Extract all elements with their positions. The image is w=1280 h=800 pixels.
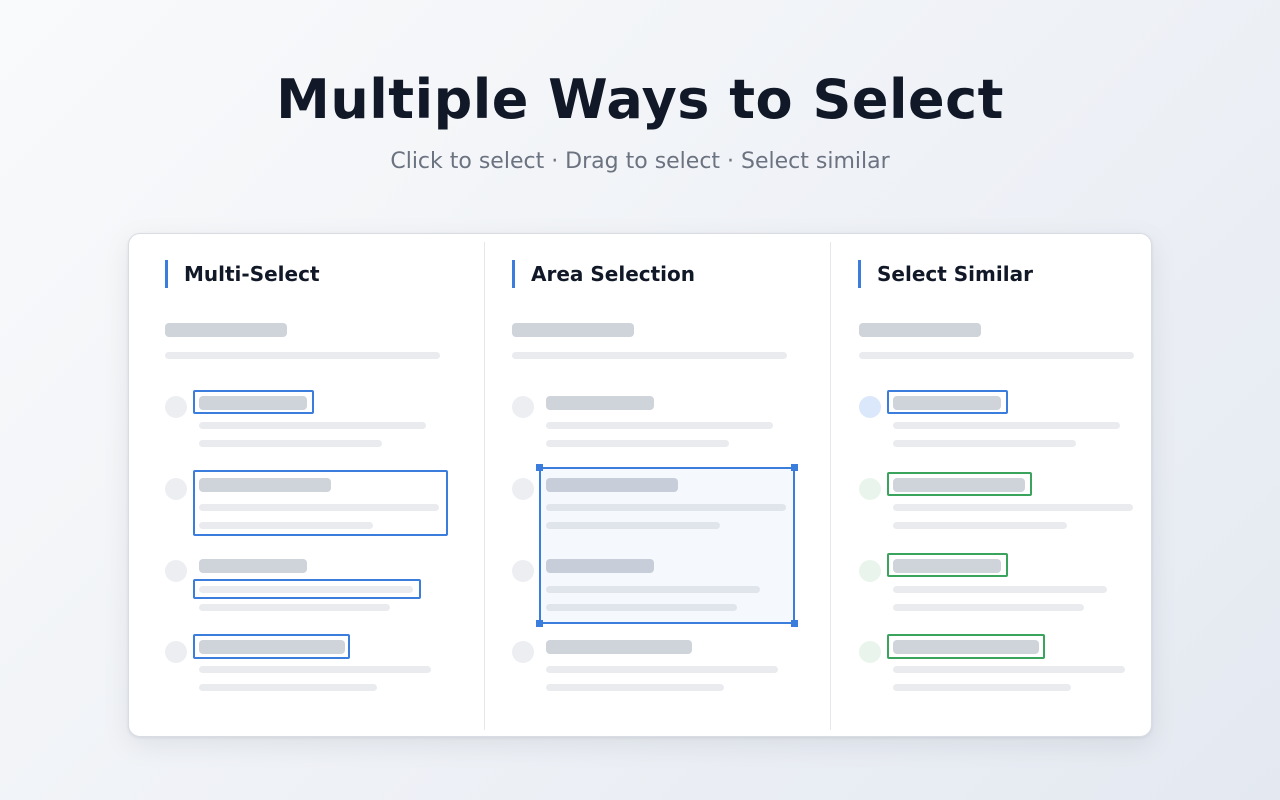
similar-match-outline: [887, 472, 1032, 496]
placeholder-line: [859, 352, 1134, 359]
placeholder-line: [546, 522, 720, 529]
avatar[interactable]: [165, 560, 187, 582]
placeholder-title[interactable]: [893, 640, 1039, 654]
avatar[interactable]: [165, 641, 187, 663]
placeholder-heading: [165, 323, 287, 337]
panel-select-similar: Select Similar: [129, 234, 1149, 734]
panel-divider: [484, 242, 485, 730]
placeholder-line[interactable]: [199, 586, 413, 593]
resize-handle-top-right[interactable]: [791, 464, 798, 471]
placeholder-line: [893, 684, 1071, 691]
selection-outline: [887, 390, 1008, 414]
placeholder-line: [546, 666, 778, 673]
placeholder-line: [512, 352, 787, 359]
resize-handle-top-left[interactable]: [536, 464, 543, 471]
placeholder-line: [893, 586, 1107, 593]
avatar[interactable]: [165, 396, 187, 418]
selection-outline: [193, 579, 421, 599]
avatar[interactable]: [512, 560, 534, 582]
placeholder-line: [199, 604, 390, 611]
avatar[interactable]: [859, 396, 881, 418]
selection-outline: [193, 634, 350, 659]
placeholder-title[interactable]: [199, 396, 307, 410]
similar-match-outline: [887, 634, 1045, 659]
placeholder-heading: [512, 323, 634, 337]
placeholder-line: [893, 422, 1120, 429]
placeholder-line: [165, 352, 440, 359]
selection-outline: [193, 470, 448, 536]
placeholder-line: [199, 504, 439, 511]
resize-handle-bottom-right[interactable]: [791, 620, 798, 627]
placeholder-title[interactable]: [546, 478, 678, 492]
similar-match-outline: [887, 553, 1008, 577]
placeholder-line: [199, 666, 431, 673]
placeholder-line: [199, 684, 377, 691]
placeholder-line: [893, 440, 1076, 447]
avatar[interactable]: [859, 478, 881, 500]
avatar[interactable]: [512, 478, 534, 500]
selection-outline: [193, 390, 314, 414]
placeholder-heading: [859, 323, 981, 337]
panel-area-selection: Area Selection: [129, 234, 1149, 734]
avatar[interactable]: [859, 641, 881, 663]
panel-multi-select: Multi-Select: [129, 234, 484, 734]
placeholder-line: [546, 604, 737, 611]
placeholder-title[interactable]: [893, 396, 1001, 410]
placeholder-title[interactable]: [199, 640, 345, 654]
avatar[interactable]: [512, 641, 534, 663]
resize-handle-bottom-left[interactable]: [536, 620, 543, 627]
placeholder-title[interactable]: [546, 559, 654, 573]
placeholder-line: [893, 504, 1133, 511]
placeholder-title[interactable]: [199, 559, 307, 573]
placeholder-line: [893, 522, 1067, 529]
placeholder-line: [546, 422, 773, 429]
placeholder-title[interactable]: [893, 559, 1001, 573]
placeholder-line: [893, 666, 1125, 673]
placeholder-line: [546, 586, 760, 593]
panel-title-select-similar: Select Similar: [858, 260, 1033, 288]
avatar[interactable]: [165, 478, 187, 500]
placeholder-line: [546, 504, 786, 511]
panel-title-multi-select: Multi-Select: [165, 260, 320, 288]
placeholder-line: [199, 440, 382, 447]
panel-divider: [830, 242, 831, 730]
placeholder-line: [199, 422, 426, 429]
placeholder-line: [199, 522, 373, 529]
avatar[interactable]: [859, 560, 881, 582]
drag-selection-area[interactable]: [536, 464, 798, 627]
placeholder-line: [546, 440, 729, 447]
panel-title-area-selection: Area Selection: [512, 260, 695, 288]
hero-title: Multiple Ways to Select: [276, 68, 1004, 131]
feature-card: Multi-Select Area Selection: [128, 233, 1152, 737]
placeholder-line: [546, 684, 724, 691]
avatar[interactable]: [512, 396, 534, 418]
placeholder-title[interactable]: [546, 396, 654, 410]
placeholder-title[interactable]: [893, 478, 1025, 492]
placeholder-title[interactable]: [546, 640, 692, 654]
placeholder-line: [893, 604, 1084, 611]
hero-subtitle: Click to select · Drag to select · Selec…: [390, 149, 890, 174]
placeholder-title[interactable]: [199, 478, 331, 492]
